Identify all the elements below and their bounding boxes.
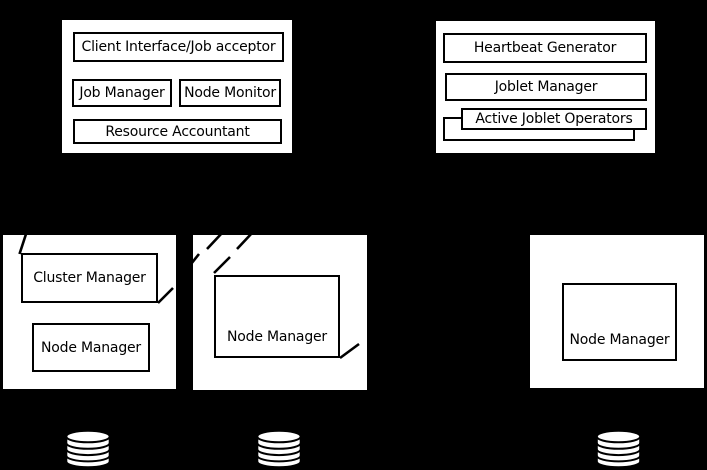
heartbeat-generator-box: Heartbeat Generator [443,33,647,63]
job-manager-box: Job Manager [72,79,172,107]
joblet-manager-label: Joblet Manager [494,79,598,95]
heartbeat-generator-label: Heartbeat Generator [473,40,617,56]
center-node-manager-box: Node Manager [214,275,340,358]
center-node-panel: Node Manager [193,235,367,390]
node-monitor-box: Node Monitor [179,79,281,107]
master-server-panel: Client Interface/Job acceptor Job Manage… [62,20,292,153]
joblet-manager-box: Joblet Manager [445,73,647,101]
active-joblet-operators-label: Active Joblet Operators [475,111,633,127]
database-cylinder-icon [65,430,111,468]
cluster-manager-box: Cluster Manager [21,253,158,303]
client-interface-job-acceptor-label: Client Interface/Job acceptor [81,39,276,55]
node-monitor-label: Node Monitor [184,85,276,101]
database-cylinder-icon [595,430,642,468]
cluster-node-panel: Cluster Manager Node Manager [3,235,176,389]
job-manager-label: Job Manager [79,85,165,101]
right-node-manager-box: Node Manager [562,283,677,361]
center-node-manager-label: Node Manager [227,329,327,345]
agent-panel: Heartbeat Generator Joblet Manager Activ… [436,21,655,153]
cluster-node-manager-label: Node Manager [41,339,141,356]
right-node-manager-label: Node Manager [569,332,670,348]
right-node-panel: Node Manager [530,235,704,388]
resource-accountant-label: Resource Accountant [105,123,250,140]
cluster-manager-label: Cluster Manager [33,270,146,286]
resource-accountant-box: Resource Accountant [73,119,282,144]
active-joblet-operators-box: Active Joblet Operators [461,108,647,130]
database-cylinder-icon [256,430,302,468]
client-interface-job-acceptor-box: Client Interface/Job acceptor [73,32,284,62]
cluster-node-manager-box: Node Manager [32,323,150,372]
